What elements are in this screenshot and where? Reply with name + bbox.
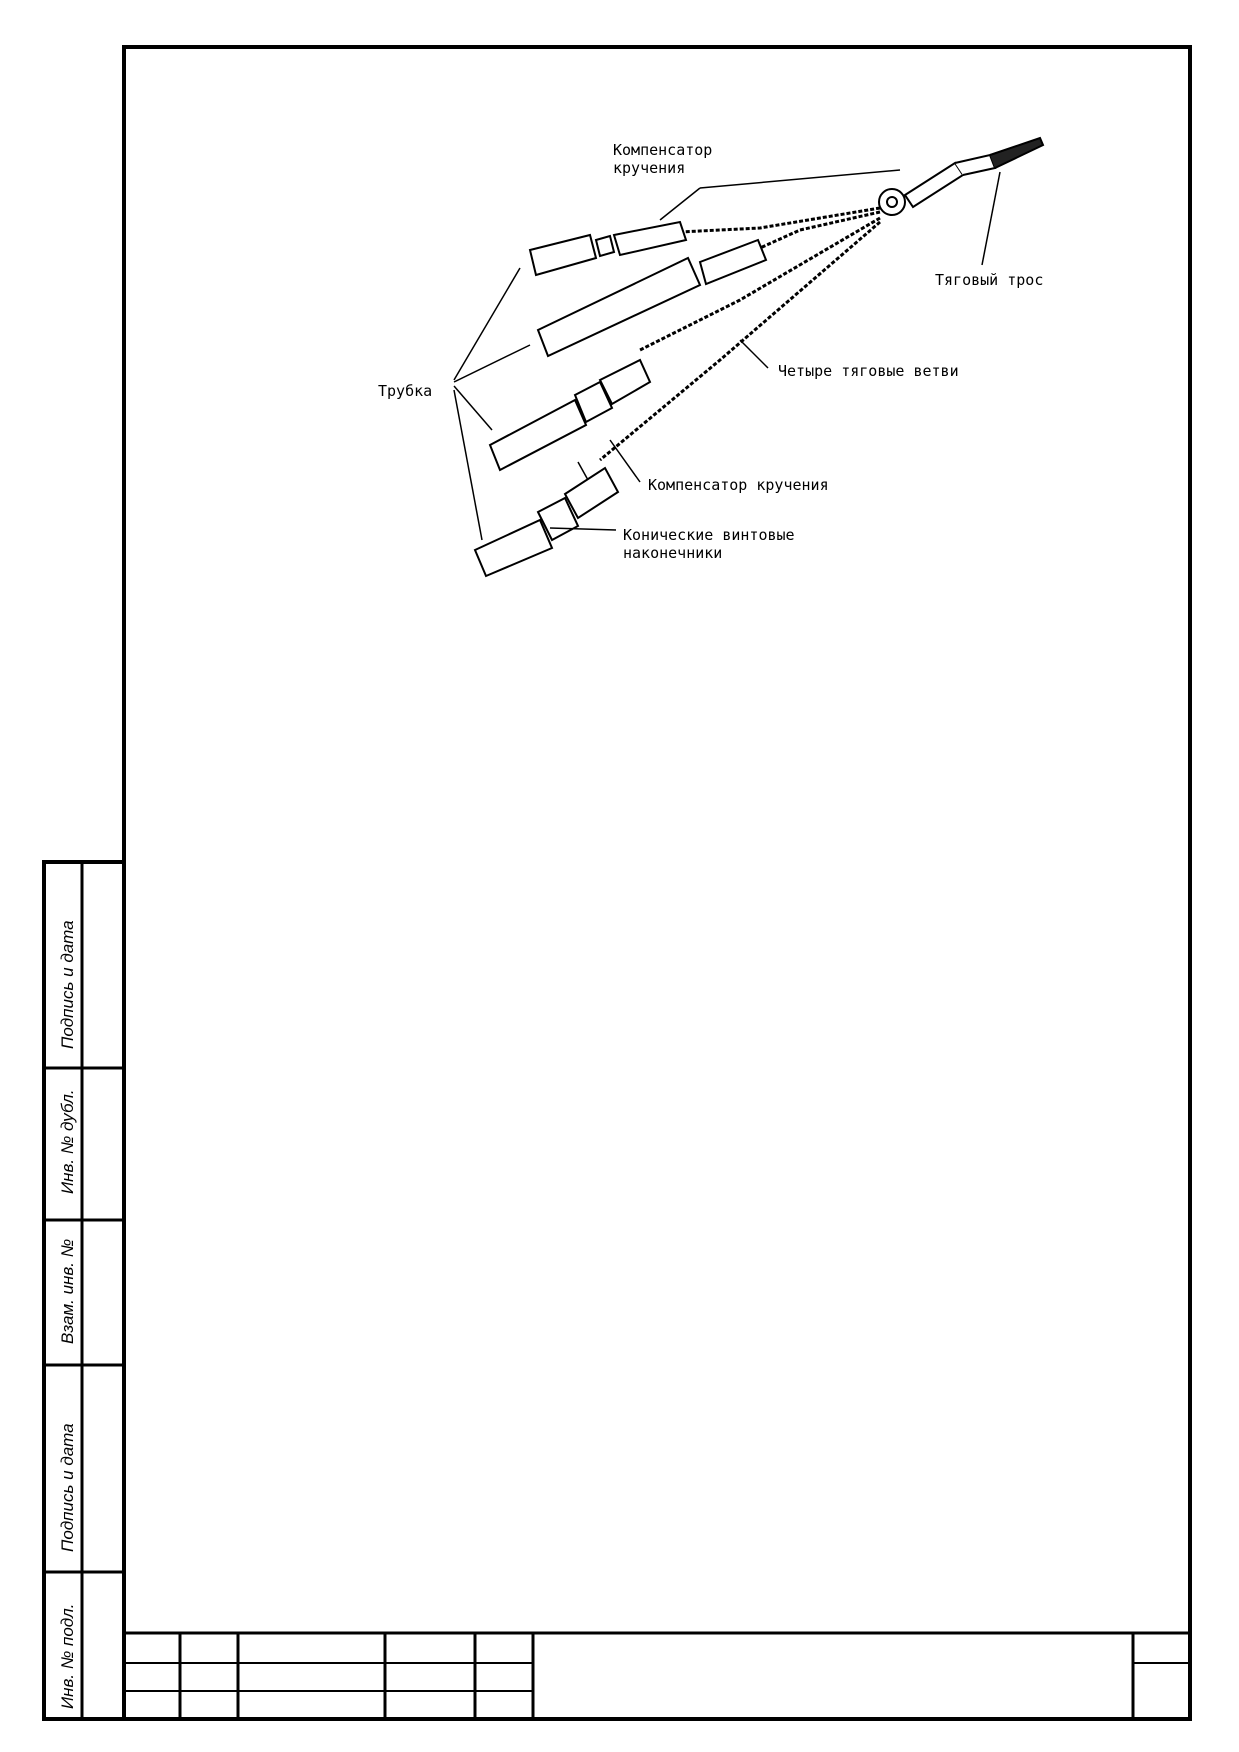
label-tips-2: наконечники (623, 544, 722, 562)
label-tube: Трубка (378, 382, 432, 400)
four-branches (599, 206, 881, 462)
tube-4 (473, 466, 620, 578)
label-top-compensator-1: Компенсатор (613, 141, 712, 159)
label-four-branches: Четыре тяговые ветви (778, 362, 959, 380)
tube-2 (536, 238, 768, 358)
leader-lines (453, 169, 1001, 541)
label-pulling-cable: Тяговый трос (935, 271, 1043, 289)
pulling-cable-end (878, 136, 1045, 216)
drawing-frame (122, 45, 1192, 1721)
side-stamp: Подпись и дата Инв. № дубл. Взам. инв. №… (42, 860, 122, 1721)
label-tips-1: Конические винтовые (623, 526, 795, 544)
tube-1 (528, 220, 688, 277)
tube-3 (488, 358, 652, 472)
label-top-compensator-2: кручения (613, 159, 685, 177)
side-stamp-grid (42, 860, 122, 1721)
label-bottom-compensator: Компенсатор кручения (648, 476, 829, 494)
